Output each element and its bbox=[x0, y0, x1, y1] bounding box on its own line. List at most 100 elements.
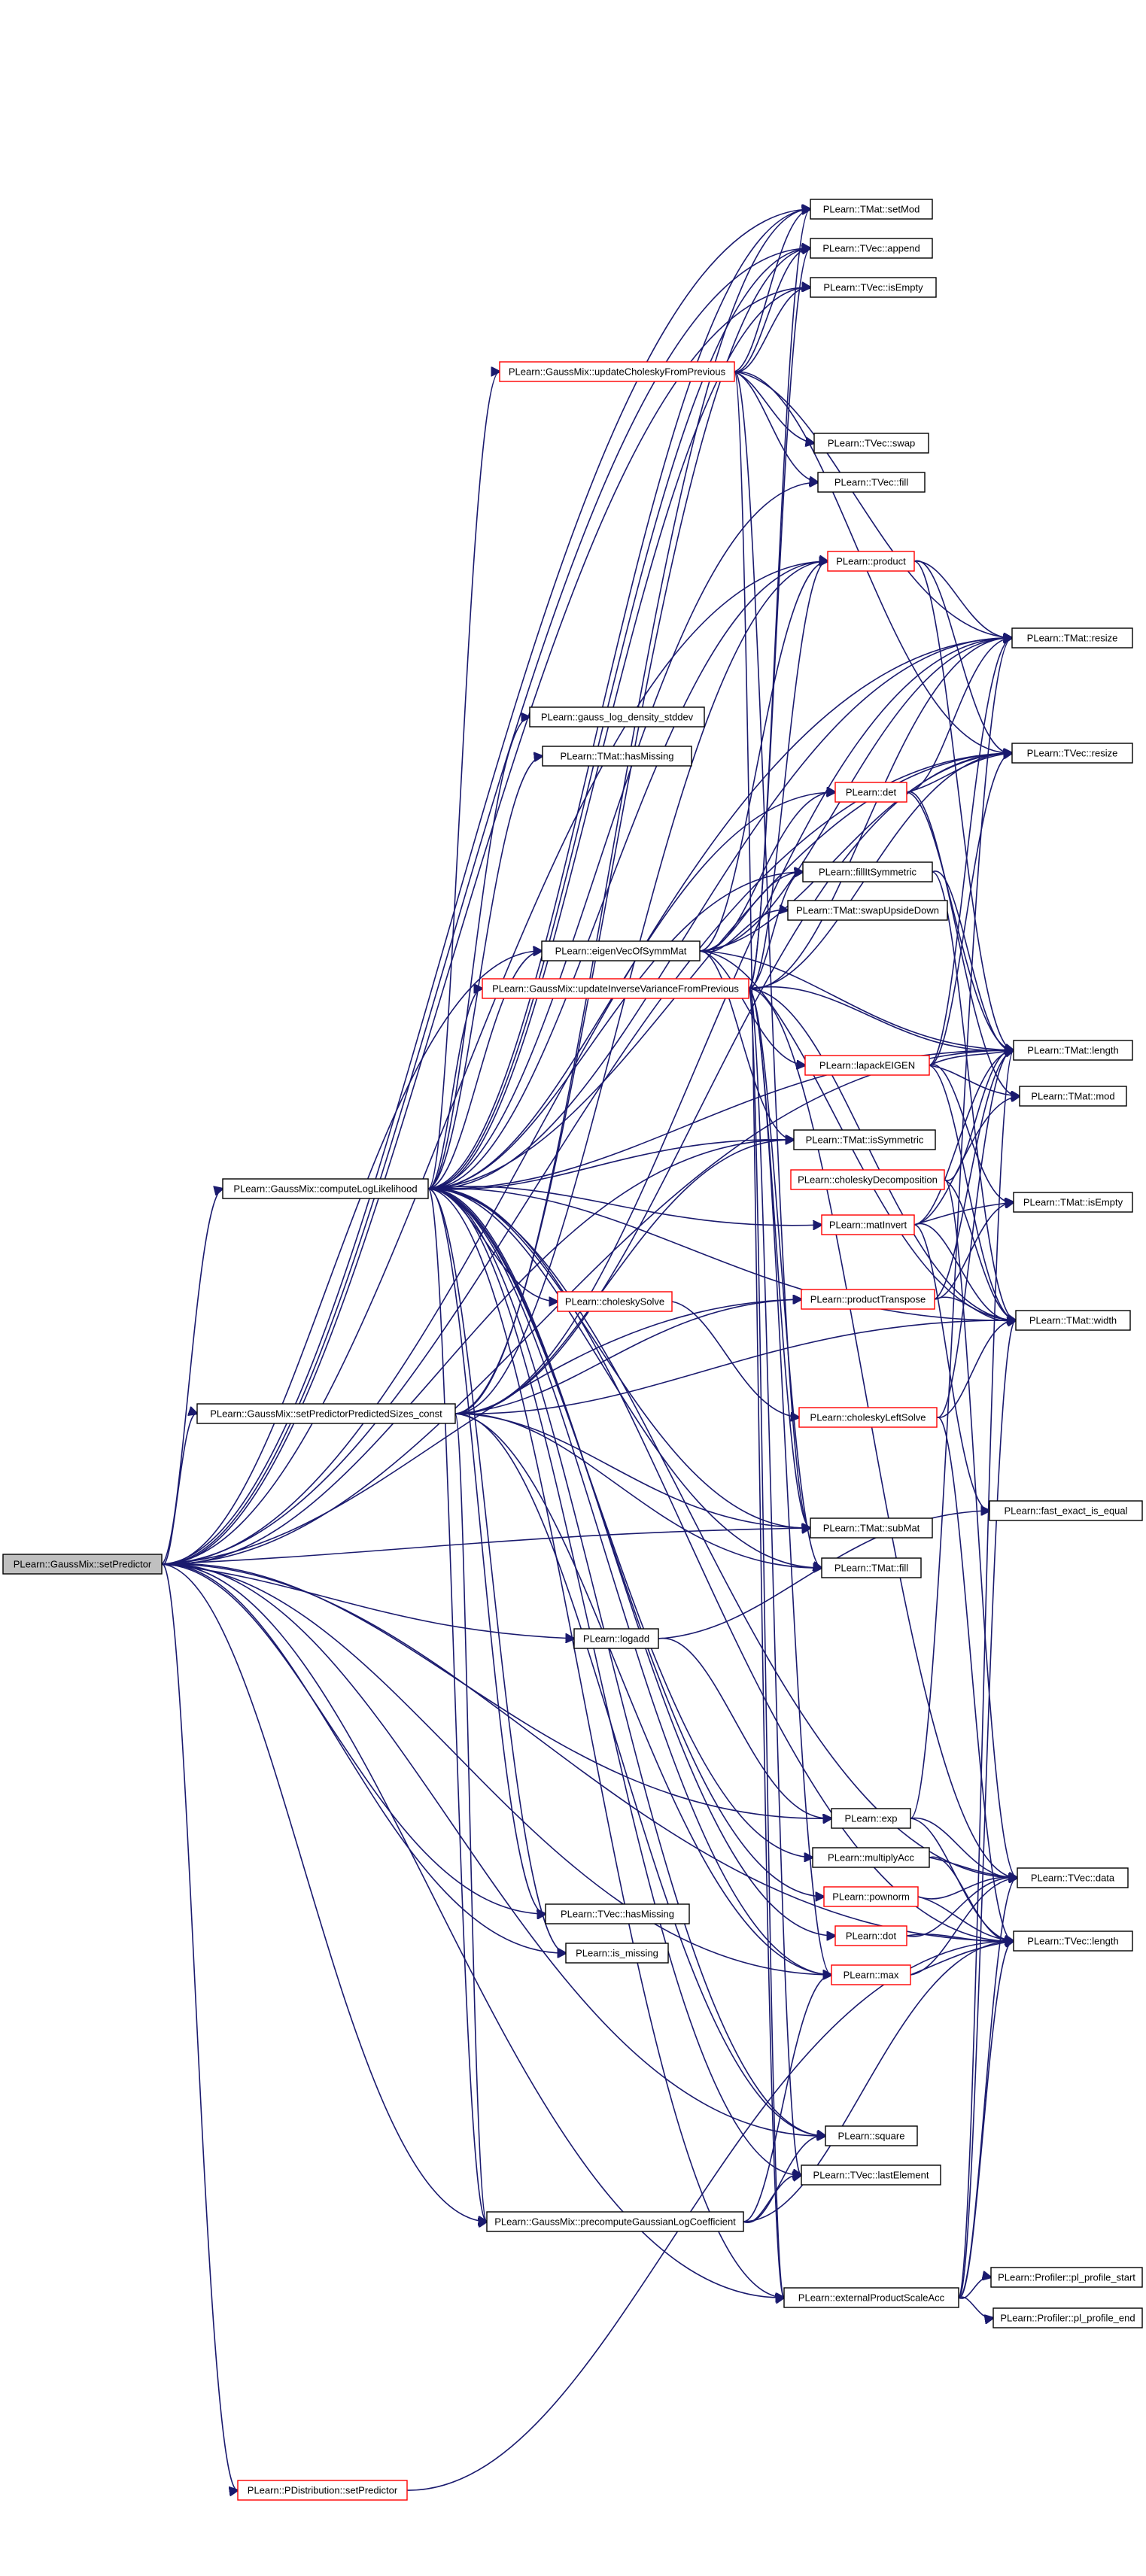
node-tmat-mod[interactable]: PLearn::TMat::mod bbox=[1019, 1086, 1127, 1107]
edge-eigenvecofsymmmat-to-product bbox=[699, 561, 828, 952]
node-label: PLearn::TMat::isEmpty bbox=[1023, 1197, 1123, 1208]
node-setpredictor[interactable]: PLearn::GaussMix::setPredictor bbox=[2, 1554, 163, 1575]
edge-updateinversevariancefromprevious-to-tvec_append bbox=[748, 248, 810, 989]
edge-setpredictorpredictedsizes_const-to-tmat_submat bbox=[454, 1413, 810, 1528]
node-box bbox=[798, 1407, 938, 1428]
edge-setpredictor-to-product bbox=[161, 561, 828, 1565]
node-updateinversevariancefromprevious[interactable]: PLearn::GaussMix::updateInverseVarianceF… bbox=[482, 978, 749, 999]
node-externalproductscaleacc[interactable]: PLearn::externalProductScaleAcc bbox=[783, 2287, 959, 2308]
edge-computeloglikelihood-to-tvec_fill bbox=[427, 482, 818, 1189]
node-tmat-submat[interactable]: PLearn::TMat::subMat bbox=[810, 1517, 933, 1539]
node-max[interactable]: PLearn::max bbox=[831, 1964, 911, 1985]
node-tmat-hasmissing[interactable]: PLearn::TMat::hasMissing bbox=[542, 746, 692, 767]
node-label: PLearn::square bbox=[838, 2131, 905, 2142]
node-box bbox=[1019, 1086, 1127, 1107]
edge-eigenvecofsymmmat-to-tvec_resize bbox=[699, 753, 1012, 952]
node-tmat-setmod[interactable]: PLearn::TMat::setMod bbox=[810, 199, 933, 220]
function-nodes: PLearn::GaussMix::setPredictorPLearn::Ga… bbox=[2, 199, 1143, 2501]
node-lapackeigen[interactable]: PLearn::lapackEIGEN bbox=[804, 1055, 930, 1076]
node-pownorm[interactable]: PLearn::pownorm bbox=[823, 1886, 919, 1907]
node-tvec-length[interactable]: PLearn::TVec::length bbox=[1013, 1930, 1133, 1952]
edge-computeloglikelihood-to-tmat_width bbox=[427, 1187, 1016, 1320]
edge-multiplyacc-to-tvec_data bbox=[929, 1857, 1017, 1878]
edge-setpredictorpredictedsizes_const-to-tvec_resize bbox=[454, 753, 1012, 1414]
node-label: PLearn::TMat::resize bbox=[1027, 633, 1118, 644]
edge-computeloglikelihood-to-tmat_hasmissing bbox=[427, 756, 543, 1189]
node-tvec-fill[interactable]: PLearn::TVec::fill bbox=[817, 472, 926, 493]
node-box bbox=[834, 782, 907, 803]
node-gauss-log-density-stddev[interactable]: PLearn::gauss_log_density_stddev bbox=[529, 706, 705, 728]
node-tmat-swapupsidedown[interactable]: PLearn::TMat::swapUpsideDown bbox=[787, 900, 948, 921]
edge-dot-to-tvec_length bbox=[906, 1934, 1014, 1942]
edge-choleskydecomposition-to-tvec_data bbox=[944, 1179, 1017, 1878]
node-pdistribution-setpredictor[interactable]: PLearn::PDistribution::setPredictor bbox=[237, 2480, 408, 2501]
edge-setpredictor-to-tvec_hasmissing bbox=[161, 1563, 546, 1914]
edge-updateinversevariancefromprevious-to-tmat_width bbox=[748, 988, 1016, 1320]
edge-setpredictorpredictedsizes_const-to-max bbox=[454, 1413, 831, 1975]
node-tmat-fill[interactable]: PLearn::TMat::fill bbox=[821, 1557, 922, 1578]
node-choleskyleftsolve[interactable]: PLearn::choleskyLeftSolve bbox=[798, 1407, 938, 1428]
node-tvec-resize[interactable]: PLearn::TVec::resize bbox=[1011, 743, 1133, 764]
edge-externalproductscaleacc-to-tmat_length bbox=[958, 1050, 1014, 2298]
node-setpredictorpredictedsizes-const[interactable]: PLearn::GaussMix::setPredictorPredictedS… bbox=[196, 1403, 456, 1424]
edge-product-to-tmat_length bbox=[913, 560, 1014, 1050]
edge-updatecholeskyfromprevious-to-externalproductscaleacc bbox=[734, 371, 784, 2298]
node-label: PLearn::is_missing bbox=[576, 1948, 658, 1959]
node-logadd[interactable]: PLearn::logadd bbox=[573, 1628, 659, 1649]
node-producttranspose[interactable]: PLearn::productTranspose bbox=[801, 1289, 935, 1310]
node-box bbox=[482, 978, 749, 999]
node-label: PLearn::choleskySolve bbox=[565, 1296, 664, 1308]
node-tvec-lastelement[interactable]: PLearn::TVec::lastElement bbox=[801, 2164, 941, 2186]
edge-computeloglikelihood-to-gauss_log_density_stddev bbox=[427, 717, 530, 1189]
node-choleskysolve[interactable]: PLearn::choleskySolve bbox=[557, 1291, 673, 1312]
node-pl-profile-end[interactable]: PLearn::Profiler::pl_profile_end bbox=[992, 2307, 1143, 2328]
edge-updateinversevariancefromprevious-to-max bbox=[748, 988, 831, 1975]
node-dot[interactable]: PLearn::dot bbox=[834, 1925, 907, 1946]
node-label: PLearn::GaussMix::updateCholeskyFromPrev… bbox=[509, 366, 726, 378]
edge-setpredictor-to-eigenvecofsymmmat bbox=[161, 951, 542, 1565]
node-det[interactable]: PLearn::det bbox=[834, 782, 907, 803]
node-tmat-resize[interactable]: PLearn::TMat::resize bbox=[1011, 627, 1133, 649]
edge-producttranspose-to-tmat_width bbox=[934, 1296, 1016, 1321]
edge-dot-to-tvec_data bbox=[906, 1878, 1017, 1937]
node-choleskydecomposition[interactable]: PLearn::choleskyDecomposition bbox=[790, 1169, 945, 1190]
edge-producttranspose-to-tmat_isempty bbox=[934, 1202, 1014, 1300]
node-tvec-hasmissing[interactable]: PLearn::TVec::hasMissing bbox=[545, 1903, 690, 1924]
node-eigenvecofsymmmat[interactable]: PLearn::eigenVecOfSymmMat bbox=[541, 940, 701, 961]
node-updatecholeskyfromprevious[interactable]: PLearn::GaussMix::updateCholeskyFromPrev… bbox=[499, 361, 735, 382]
node-precomputegaussianlogcoefficient[interactable]: PLearn::GaussMix::precomputeGaussianLogC… bbox=[486, 2211, 744, 2232]
edge-pownorm-to-tvec_length bbox=[917, 1896, 1014, 1941]
node-box bbox=[823, 1886, 919, 1907]
edge-precomputegaussianlogcoefficient-to-tvec_length bbox=[743, 1941, 1014, 2222]
node-matinvert[interactable]: PLearn::matInvert bbox=[821, 1214, 915, 1235]
node-tvec-append[interactable]: PLearn::TVec::append bbox=[810, 238, 933, 259]
node-square[interactable]: PLearn::square bbox=[825, 2125, 918, 2146]
edge-externalproductscaleacc-to-pl_profile_start bbox=[958, 2277, 991, 2299]
node-tmat-issymmetric[interactable]: PLearn::TMat::isSymmetric bbox=[793, 1129, 936, 1150]
node-tvec-data[interactable]: PLearn::TVec::data bbox=[1017, 1867, 1129, 1888]
node-tvec-isempty[interactable]: PLearn::TVec::isEmpty bbox=[810, 277, 937, 298]
node-tmat-width[interactable]: PLearn::TMat::width bbox=[1015, 1310, 1131, 1331]
node-computeloglikelihood[interactable]: PLearn::GaussMix::computeLogLikelihood bbox=[222, 1178, 429, 1199]
node-fillitsymmetric[interactable]: PLearn::fillItSymmetric bbox=[802, 861, 933, 882]
node-box bbox=[557, 1291, 673, 1312]
edge-externalproductscaleacc-to-tvec_length bbox=[958, 1941, 1014, 2298]
node-is-missing[interactable]: PLearn::is_missing bbox=[565, 1943, 669, 1964]
node-exp[interactable]: PLearn::exp bbox=[831, 1808, 911, 1829]
call-edges bbox=[161, 209, 1020, 2490]
node-multiplyacc[interactable]: PLearn::multiplyAcc bbox=[812, 1847, 930, 1868]
node-box bbox=[1013, 1192, 1133, 1213]
edge-setpredictorpredictedsizes_const-to-tmat_issymmetric bbox=[454, 1140, 794, 1414]
node-label: PLearn::logadd bbox=[583, 1633, 649, 1645]
node-tvec-swap[interactable]: PLearn::TVec::swap bbox=[813, 433, 929, 454]
node-box bbox=[1011, 627, 1133, 649]
node-box bbox=[801, 1289, 935, 1310]
node-tmat-length[interactable]: PLearn::TMat::length bbox=[1013, 1040, 1133, 1061]
node-label: PLearn::product bbox=[836, 556, 906, 567]
node-pl-profile-start[interactable]: PLearn::Profiler::pl_profile_start bbox=[990, 2267, 1143, 2288]
edge-det-to-tmat_resize bbox=[906, 638, 1012, 793]
node-fast-exact-is-equal[interactable]: PLearn::fast_exact_is_equal bbox=[989, 1500, 1143, 1521]
edge-matinvert-to-tmat_length bbox=[913, 1050, 1014, 1226]
node-tmat-isempty[interactable]: PLearn::TMat::isEmpty bbox=[1013, 1192, 1133, 1213]
node-product[interactable]: PLearn::product bbox=[827, 551, 915, 572]
